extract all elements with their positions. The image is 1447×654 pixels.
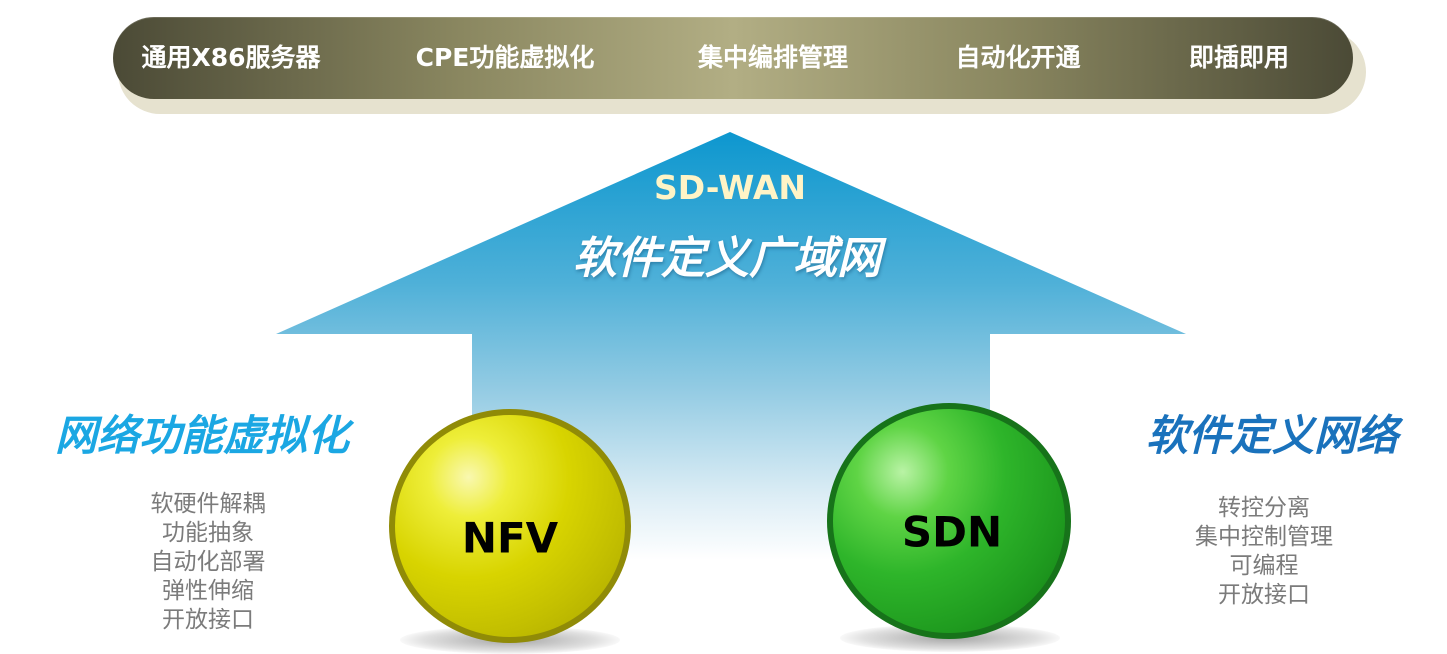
banner-item-x86-server: 通用X86服务器 (141, 43, 321, 72)
nfv-feature-item: 自动化部署 (150, 549, 266, 575)
feature-banner: 通用X86服务器 CPE功能虚拟化 集中编排管理 自动化开通 即插即用 (113, 17, 1353, 99)
sdn-feature-item: 集中控制管理 (1195, 524, 1333, 550)
nfv-sphere-label: NFV (461, 513, 559, 563)
nfv-feature-item: 功能抽象 (162, 520, 254, 546)
sdn-feature-item: 转控分离 (1218, 495, 1310, 521)
nfv-feature-item: 软硬件解耦 (150, 491, 266, 517)
nfv-feature-list: 软硬件解耦 功能抽象 自动化部署 弹性伸缩 开放接口 (108, 490, 308, 635)
banner-item-plug-and-play: 即插即用 (1188, 43, 1290, 72)
arrow-title-cn: 软件定义广域网 (573, 233, 881, 284)
sdn-sphere-label: SDN (901, 507, 1003, 557)
nfv-feature-item: 弹性伸缩 (162, 578, 254, 604)
sdn-feature-item: 开放接口 (1218, 582, 1310, 608)
banner-item-orchestration: 集中编排管理 (697, 43, 849, 72)
sdn-feature-list: 转控分离 集中控制管理 可编程 开放接口 (1164, 494, 1364, 610)
banner-item-cpe-virtualization: CPE功能虚拟化 (415, 43, 595, 72)
sdn-sphere (827, 403, 1071, 639)
nfv-feature-item: 开放接口 (162, 607, 254, 633)
sdn-title: 软件定义网络 (1146, 411, 1399, 460)
arrow-title-en: SD-WAN (653, 168, 807, 207)
nfv-sphere (389, 409, 631, 643)
nfv-title: 网络功能虚拟化 (55, 411, 350, 460)
banner-item-auto-provisioning: 自动化开通 (955, 43, 1081, 72)
sdn-feature-item: 可编程 (1229, 553, 1299, 579)
